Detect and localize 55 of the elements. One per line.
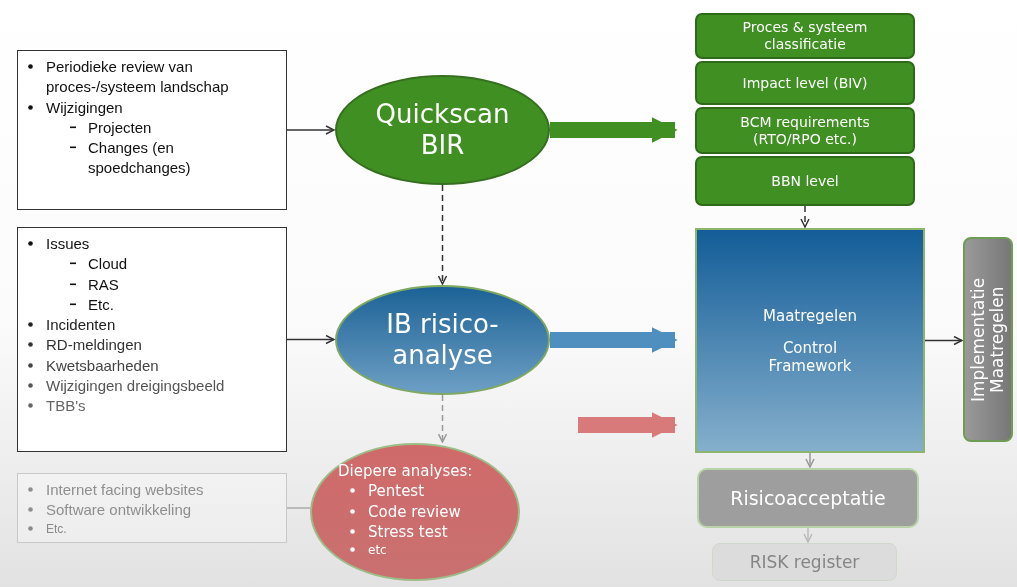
box-label: Quickscan BIR [374, 98, 511, 162]
list-item: Etc. [46, 520, 68, 537]
list-item: Stress test [368, 521, 449, 542]
list-item: etc [368, 542, 388, 559]
list-item: Code review [368, 501, 462, 522]
framework-box [695, 228, 925, 453]
list-item: Projecten [88, 117, 153, 138]
block-arrow [550, 327, 678, 353]
list-item: Software ontwikkeling [46, 500, 193, 521]
process-box [697, 468, 919, 528]
arrow [437, 394, 448, 443]
list-item: TBB's [46, 396, 87, 416]
list-item: RD-meldingen [46, 335, 143, 356]
list-item: Wijzigingen dreigingsbeeld [46, 375, 226, 396]
arrow [924, 335, 963, 346]
box-label: Proces & systeem classificatie [741, 19, 869, 53]
list-item: Pentest [368, 481, 426, 502]
box-label: BCM requirements (RTO/RPO etc.) [739, 113, 871, 148]
input-list-box [17, 50, 287, 210]
process-box [963, 237, 1013, 442]
list-item: Wijzigingen [46, 97, 124, 118]
block-arrow [578, 412, 678, 438]
process-box [712, 543, 897, 581]
connector-line [286, 507, 311, 509]
arrow [800, 205, 810, 228]
list-item: Cloud [88, 254, 129, 275]
input-list-box [17, 227, 287, 452]
arrow [286, 125, 335, 135]
process-box [695, 156, 915, 206]
box-label: Control Framework [767, 338, 853, 375]
process-box [695, 107, 915, 154]
list-item: Periodieke review van proces-/systeem landschap [46, 57, 230, 98]
box-label: Maatregelen [763, 306, 857, 325]
arrow [805, 452, 815, 468]
list-item: Incidenten [46, 315, 117, 335]
arrow [803, 527, 813, 543]
box-label: IB risico-analyse [385, 308, 500, 372]
box-label: Implementatie Maatregelen [969, 276, 1007, 404]
arrow [286, 334, 335, 345]
list-item: Issues [46, 234, 91, 254]
box-label: Impact level (BIV) [742, 74, 868, 92]
process-box [695, 61, 915, 105]
input-list-box [17, 473, 287, 543]
list-item: Kwetsbaarheden [46, 355, 160, 376]
list-item: Internet facing websites [46, 480, 205, 500]
block-arrow [550, 117, 678, 143]
box-label: BBN level [771, 172, 839, 190]
list-item: Changes (en spoedchanges) [88, 138, 192, 179]
list-item: Etc. [88, 294, 115, 315]
box-label: RISK register [749, 551, 860, 573]
process-box [695, 13, 915, 59]
arrow [437, 184, 448, 285]
list-item: RAS [88, 274, 120, 295]
box-label: Risicoacceptatie [730, 486, 886, 510]
list-item: Diepere analyses: [338, 461, 474, 482]
